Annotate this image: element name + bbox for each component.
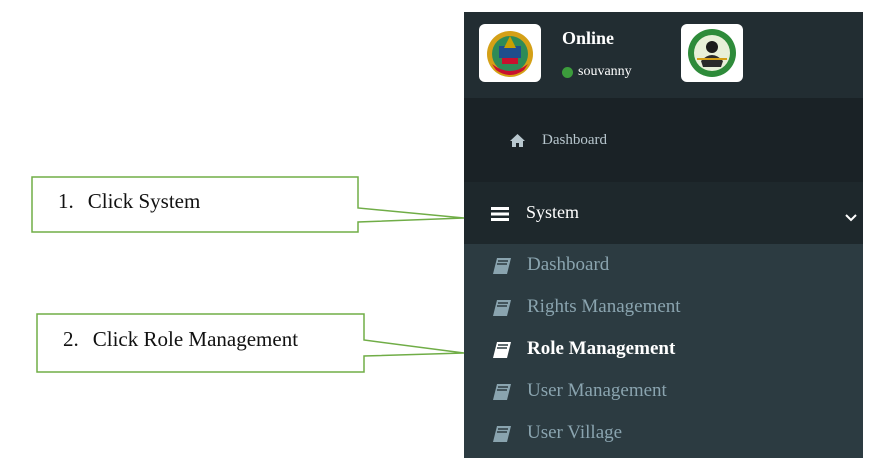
system-menu-toggle[interactable]: System [464, 182, 863, 244]
home-icon [510, 134, 525, 152]
submenu-item-label: Dashboard [527, 254, 610, 275]
system-submenu: Dashboard Rights Management Role Managem… [464, 244, 863, 458]
callout-2-number: 2. [63, 327, 79, 351]
callout-2-text: Click Role Management [92, 327, 299, 351]
nav-dashboard-label: Dashboard [542, 132, 607, 148]
book-icon [493, 300, 511, 321]
user-status-label: Online [562, 28, 615, 48]
username: souvanny [578, 64, 632, 79]
chevron-down-icon [845, 209, 857, 227]
submenu-item-label: Role Management [527, 338, 676, 359]
user-panel: Online souvanny [464, 12, 863, 98]
submenu-item-label: User Management [527, 380, 667, 401]
submenu-item-user-village[interactable]: User Village [464, 414, 863, 454]
ministry-seal-icon [681, 24, 743, 82]
book-icon [493, 426, 511, 447]
user-info: souvanny [562, 64, 632, 80]
submenu-item-label: User Village [527, 422, 623, 443]
book-icon [493, 258, 511, 279]
submenu-item-role-management[interactable]: Role Management [464, 330, 863, 370]
submenu-item-dashboard[interactable]: Dashboard [464, 246, 863, 286]
national-emblem-icon [479, 24, 541, 82]
book-icon [493, 342, 511, 363]
callout-1-text: Click System [87, 189, 201, 213]
sidebar: Online souvanny Dashboard [464, 12, 863, 458]
submenu-item-rights-management[interactable]: Rights Management [464, 288, 863, 328]
callout-1: 1. Click System [58, 189, 200, 214]
system-menu-label: System [526, 202, 580, 222]
callout-2: 2. Click Role Management [63, 327, 298, 352]
nav-dashboard-link[interactable]: Dashboard [464, 98, 863, 182]
submenu-item-label: Rights Management [527, 296, 681, 317]
bars-icon [491, 207, 509, 226]
submenu-item-user-management[interactable]: User Management [464, 372, 863, 412]
book-icon [493, 384, 511, 405]
online-status-dot [562, 66, 573, 78]
callout-1-number: 1. [58, 189, 74, 213]
